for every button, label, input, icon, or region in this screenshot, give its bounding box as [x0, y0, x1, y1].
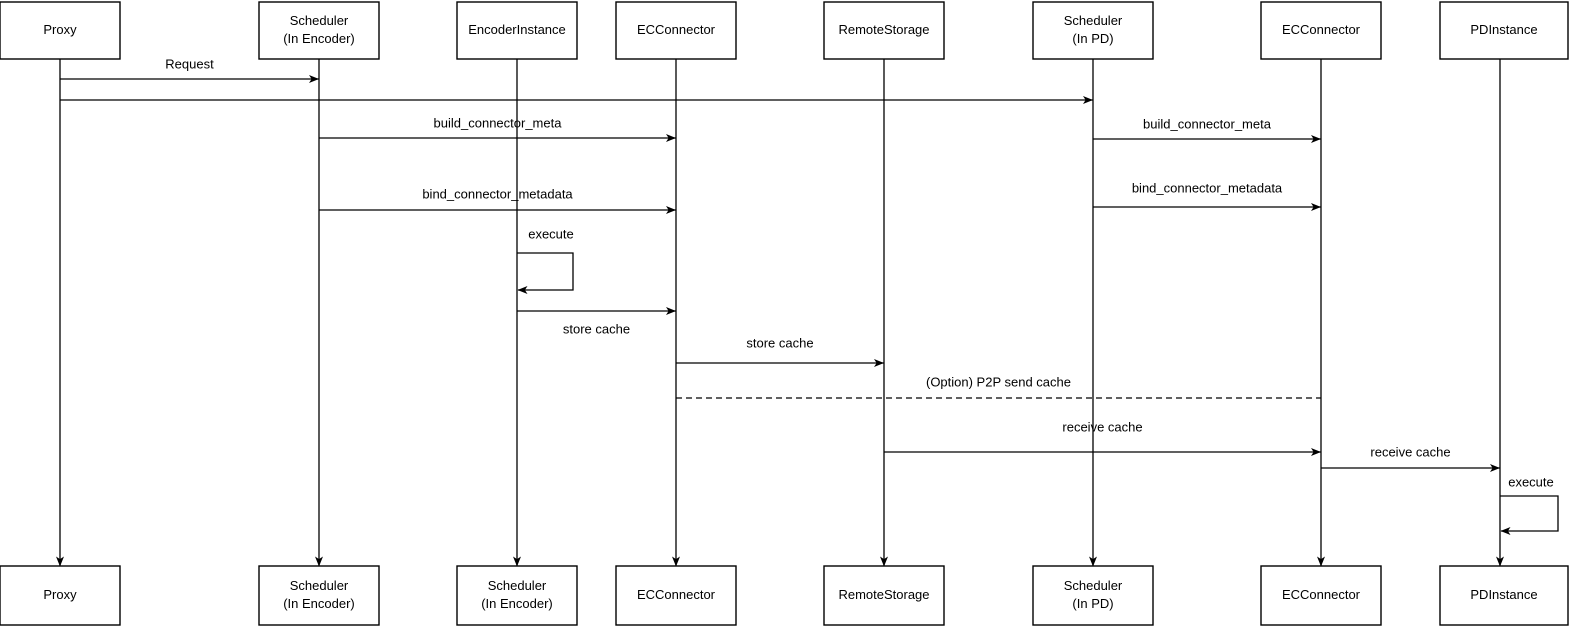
participant-header-ecconnector_l[interactable]: ECConnector — [615, 1, 737, 60]
participant-header-rect-proxy — [0, 1, 121, 60]
participant-header-rect-ecconnector_r — [1260, 1, 1382, 60]
participant-header-proxy[interactable]: Proxy — [0, 1, 121, 60]
message-label-m4: build_connector_meta — [1143, 116, 1272, 131]
message-m1: Request — [60, 56, 319, 83]
self-messages-layer: execute execute — [517, 226, 1559, 535]
message-m8: store cache — [676, 335, 884, 367]
participant-footer-rect-sched_encoder — [258, 565, 380, 626]
message-m4: build_connector_meta — [1093, 116, 1321, 143]
participant-header-sub-sched_pd: (In PD) — [1072, 31, 1113, 46]
participant-header-name-sched_pd: Scheduler — [1064, 13, 1123, 28]
participant-header-rect-encoder_inst — [456, 1, 578, 60]
participant-footer-proxy[interactable]: Proxy — [0, 565, 121, 626]
participant-header-rect-remotestorage — [823, 1, 945, 60]
header-boxes-layer: Proxy Scheduler (In Encoder) EncoderInstanc… — [0, 1, 1569, 60]
message-label-m11: receive cache — [1370, 444, 1450, 459]
participant-footer-rect-pdinstance — [1439, 565, 1569, 626]
participant-header-name-pdinstance: PDInstance — [1470, 22, 1537, 37]
message-m11: receive cache — [1321, 444, 1500, 472]
participant-header-rect-pdinstance — [1439, 1, 1569, 60]
message-label-m6: bind_connector_metadata — [1132, 180, 1283, 195]
participant-header-rect-ecconnector_l — [615, 1, 737, 60]
participant-footer-rect-encoder_inst — [456, 565, 578, 626]
self-message-s1: execute — [517, 226, 574, 294]
participant-footer-name-remotestorage: RemoteStorage — [838, 587, 929, 602]
message-m10: receive cache — [884, 419, 1321, 456]
participant-header-name-ecconnector_l: ECConnector — [637, 22, 716, 37]
participant-footer-sub-sched_pd: (In PD) — [1072, 596, 1113, 611]
message-label-m3: build_connector_meta — [434, 115, 563, 130]
self-message-loop-s2 — [1500, 495, 1559, 535]
participant-footer-sched_encoder[interactable]: Scheduler (In Encoder) — [258, 565, 380, 626]
message-m9: (Option) P2P send cache — [676, 374, 1321, 399]
participant-footer-name-proxy: Proxy — [43, 587, 77, 602]
self-message-loop-s1 — [517, 252, 574, 294]
participant-footer-ecconnector_r[interactable]: ECConnector — [1260, 565, 1382, 626]
participant-footer-rect-sched_pd — [1032, 565, 1154, 626]
participant-footer-name-encoder_inst: Scheduler — [488, 578, 547, 593]
participant-header-name-proxy: Proxy — [43, 22, 77, 37]
message-label-m7: store cache — [563, 321, 630, 336]
participant-header-remotestorage[interactable]: RemoteStorage — [823, 1, 945, 60]
participant-header-name-sched_encoder: Scheduler — [290, 13, 349, 28]
participant-header-rect-sched_encoder — [258, 1, 380, 60]
participant-footer-sub-encoder_inst: (In Encoder) — [481, 596, 553, 611]
self-message-label-s2: execute — [1508, 474, 1554, 489]
participant-footer-pdinstance[interactable]: PDInstance — [1439, 565, 1569, 626]
participant-footer-rect-remotestorage — [823, 565, 945, 626]
participant-footer-name-ecconnector_r: ECConnector — [1282, 587, 1361, 602]
message-label-m9: (Option) P2P send cache — [926, 374, 1071, 389]
self-message-label-s1: execute — [528, 226, 574, 241]
message-m3: build_connector_meta — [319, 115, 676, 142]
participant-footer-encoder_inst[interactable]: Scheduler (In Encoder) — [456, 565, 578, 626]
participant-footer-name-sched_encoder: Scheduler — [290, 578, 349, 593]
participant-footer-rect-ecconnector_l — [615, 565, 737, 626]
participant-footer-ecconnector_l[interactable]: ECConnector — [615, 565, 737, 626]
message-label-m8: store cache — [746, 335, 813, 350]
participant-header-sub-sched_encoder: (In Encoder) — [283, 31, 355, 46]
lifelines-layer — [56, 59, 1504, 567]
participant-header-sched_pd[interactable]: Scheduler (In PD) — [1032, 1, 1154, 60]
participant-header-ecconnector_r[interactable]: ECConnector — [1260, 1, 1382, 60]
participant-header-encoder_inst[interactable]: EncoderInstance — [456, 1, 578, 60]
participant-header-pdinstance[interactable]: PDInstance — [1439, 1, 1569, 60]
participant-header-sched_encoder[interactable]: Scheduler (In Encoder) — [258, 1, 380, 60]
messages-layer: Request build_connector_meta build_connect… — [60, 56, 1500, 472]
message-label-m1: Request — [165, 56, 214, 71]
message-label-m5: bind_connector_metadata — [422, 186, 573, 201]
participant-header-name-encoder_inst: EncoderInstance — [468, 22, 566, 37]
self-message-s2: execute — [1500, 474, 1559, 535]
participant-header-name-ecconnector_r: ECConnector — [1282, 22, 1361, 37]
message-m6: bind_connector_metadata — [1093, 180, 1321, 211]
participant-footer-rect-proxy — [0, 565, 121, 626]
participant-header-rect-sched_pd — [1032, 1, 1154, 60]
participant-footer-remotestorage[interactable]: RemoteStorage — [823, 565, 945, 626]
message-m7: store cache — [517, 307, 676, 336]
participant-footer-rect-ecconnector_r — [1260, 565, 1382, 626]
participant-footer-sub-sched_encoder: (In Encoder) — [283, 596, 355, 611]
message-label-m10: receive cache — [1062, 419, 1142, 434]
message-m5: bind_connector_metadata — [319, 186, 676, 214]
participant-footer-name-sched_pd: Scheduler — [1064, 578, 1123, 593]
participant-header-name-remotestorage: RemoteStorage — [838, 22, 929, 37]
participant-footer-name-ecconnector_l: ECConnector — [637, 587, 716, 602]
footer-boxes-layer: Proxy Scheduler (In Encoder) Scheduler (In E… — [0, 565, 1569, 626]
participant-footer-sched_pd[interactable]: Scheduler (In PD) — [1032, 565, 1154, 626]
participant-footer-name-pdinstance: PDInstance — [1470, 587, 1537, 602]
